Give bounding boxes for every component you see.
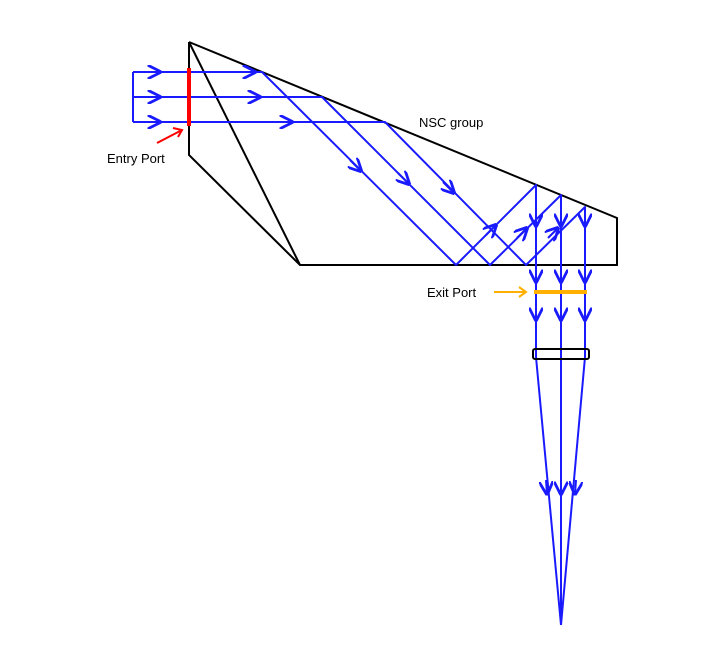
arrowhead-icon: [575, 479, 576, 494]
arrowhead-icon: [546, 479, 547, 494]
arrowhead-icon: [548, 228, 558, 238]
arrowhead-icon: [350, 160, 361, 171]
arrowhead-icon: [443, 182, 454, 193]
arrowhead-icon: [517, 228, 527, 238]
arrowhead-icon: [486, 225, 496, 235]
nsc-group-outline: [188, 41, 618, 266]
entry-port-label: Entry Port: [107, 151, 165, 166]
inner-prism-edge: [188, 41, 301, 266]
ray-3: [133, 121, 586, 626]
exit-port-label: Exit Port: [427, 285, 477, 300]
nsc-group-label: NSC group: [419, 115, 483, 130]
red-arrow-icon: [156, 127, 184, 144]
ray-arrowheads: [145, 72, 585, 494]
arrowhead-icon: [398, 173, 409, 184]
outer-prism-edge: [188, 41, 618, 266]
orange-arrow-icon: [494, 286, 528, 298]
ray-2: [133, 96, 562, 625]
lens: [532, 348, 590, 360]
ray-1: [133, 71, 562, 626]
ray-paths: [133, 71, 586, 626]
